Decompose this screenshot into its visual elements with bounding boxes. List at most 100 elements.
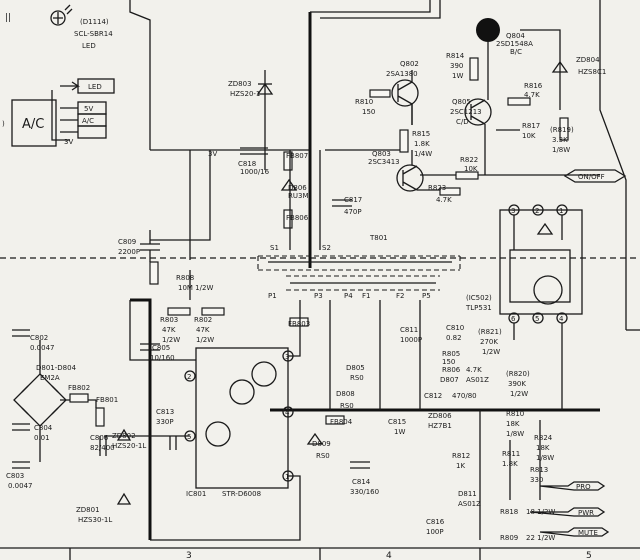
zener-zd804: ZD804 HZS8C1 <box>551 55 606 110</box>
svg-text:330: 330 <box>530 476 543 484</box>
svg-text:10M 1/2W: 10M 1/2W <box>178 284 213 292</box>
svg-text:22 1/2W: 22 1/2W <box>526 534 555 542</box>
svg-text:D809: D809 <box>312 440 331 448</box>
net-led: LED <box>88 83 102 91</box>
resistor-r803: R803 47K 1/2W <box>160 307 191 344</box>
svg-text:150: 150 <box>442 358 455 366</box>
svg-text:Q802: Q802 <box>400 60 419 68</box>
svg-text:R814: R814 <box>446 52 465 60</box>
svg-text:C812: C812 <box>424 392 442 400</box>
svg-text:1/2W: 1/2W <box>482 348 500 356</box>
svg-text:(IC502): (IC502) <box>466 294 492 302</box>
svg-text:PWR: PWR <box>578 509 594 517</box>
net-mute: MUTE <box>539 527 610 537</box>
resistor-r819: (R819) 3.3K 1/8W <box>550 117 574 154</box>
svg-text:(R821): (R821) <box>478 328 502 336</box>
svg-text:47K: 47K <box>162 326 176 334</box>
svg-text:R809: R809 <box>500 534 518 542</box>
svg-text:S2: S2 <box>322 244 331 252</box>
svg-text:1/4W: 1/4W <box>414 150 432 158</box>
capacitor-c805: C805 10/160 <box>140 343 175 362</box>
svg-text:2SD1548A: 2SD1548A <box>496 40 533 48</box>
svg-text:S1: S1 <box>270 244 279 252</box>
svg-text:18K: 18K <box>536 444 550 452</box>
ac-side-note: ) <box>2 120 5 128</box>
svg-text:1: 1 <box>285 473 289 481</box>
svg-text:18K: 18K <box>506 420 520 428</box>
svg-text:FB806: FB806 <box>286 214 309 222</box>
svg-text:FB807: FB807 <box>286 152 308 160</box>
transistor-q804: Q804 2SD1548A B/C <box>476 18 533 56</box>
capacitor-c818: C818 1000/16 <box>238 147 270 176</box>
svg-text:2SC1213: 2SC1213 <box>450 108 482 116</box>
net-pro: PRO <box>539 481 606 491</box>
left-connector-nets: LED 5V A/C <box>51 78 115 141</box>
net-ac: A/C <box>82 117 94 125</box>
ferrite-fb806: FB806 <box>283 209 309 229</box>
svg-text:ZD804: ZD804 <box>576 56 600 64</box>
svg-text:FB803: FB803 <box>288 320 310 328</box>
svg-text:1W: 1W <box>452 72 463 80</box>
svg-text:P1: P1 <box>268 292 277 300</box>
svg-text:D806: D806 <box>288 184 307 192</box>
capacitor-c814: C814 330/160 <box>350 461 379 496</box>
svg-text:HZS8C1: HZS8C1 <box>578 68 606 76</box>
svg-text:(R820): (R820) <box>506 370 530 378</box>
svg-text:PRO: PRO <box>576 483 591 491</box>
svg-text:D811: D811 <box>458 490 477 498</box>
svg-text:470/80: 470/80 <box>452 392 477 400</box>
net-5v: 5V <box>84 105 93 113</box>
diode-d806: D806 RU3M <box>280 178 308 200</box>
ac-box-label: A/C <box>22 117 44 132</box>
svg-text:C804: C804 <box>34 424 53 432</box>
svg-text:3: 3 <box>285 353 289 361</box>
svg-text:RS0: RS0 <box>350 374 364 382</box>
ferrite-fb802: FB802 <box>68 384 90 403</box>
svg-text:F2: F2 <box>396 292 404 300</box>
ferrite-fb804: FB804 <box>325 415 353 426</box>
capacitor-c817: C817 470P <box>332 196 362 216</box>
svg-text:C815: C815 <box>388 418 406 426</box>
svg-text:5: 5 <box>535 315 539 323</box>
led-ref: (D1114) <box>80 18 109 26</box>
led-indicator: (D1114) SCL-SBR14 LED || <box>5 4 113 50</box>
svg-text:C814: C814 <box>352 478 371 486</box>
optocoupler-ic502: 3 2 1 6 5 4 (IC502) TLP531 <box>465 204 583 324</box>
capacitor-c804: C804 0.01 <box>12 423 53 442</box>
svg-text:(R819): (R819) <box>550 126 574 134</box>
svg-text:HZ7B1: HZ7B1 <box>428 422 452 430</box>
capacitor-c806: C806 82/400 <box>90 434 115 456</box>
svg-text:10K: 10K <box>522 132 536 140</box>
svg-text:RU3M: RU3M <box>288 192 308 200</box>
svg-text:4: 4 <box>285 409 290 417</box>
zener-zd801: ZD801 HZS30-1L <box>76 492 132 524</box>
svg-text:6: 6 <box>511 315 516 323</box>
svg-text:2: 2 <box>535 207 539 215</box>
svg-text:1W: 1W <box>394 428 405 436</box>
svg-text:1/2W: 1/2W <box>510 390 528 398</box>
svg-text:3: 3 <box>186 551 192 560</box>
svg-text:R808: R808 <box>176 274 194 282</box>
svg-text:RS0: RS0 <box>316 452 330 460</box>
svg-text:2SA1380: 2SA1380 <box>386 70 418 78</box>
svg-text:D807: D807 <box>440 376 459 384</box>
svg-text:AS01Z: AS01Z <box>458 500 481 508</box>
net-on-off: ON/OFF <box>563 169 627 183</box>
svg-text:4.7K: 4.7K <box>436 196 452 204</box>
svg-text:1: 1 <box>559 207 563 215</box>
svg-text:HZS20-1L: HZS20-1L <box>112 442 146 450</box>
zener-zd802: ZD802 HZS20-1L <box>112 428 146 450</box>
svg-text:5: 5 <box>586 551 592 560</box>
svg-text:R802: R802 <box>194 316 212 324</box>
svg-text:4: 4 <box>386 551 392 560</box>
svg-text:C818: C818 <box>238 160 256 168</box>
svg-text:FB804: FB804 <box>330 418 353 426</box>
svg-text:100P: 100P <box>426 528 444 536</box>
resistor-r808: R808 10M 1/2W <box>149 261 213 292</box>
capacitor-c802: C802 0.0047 <box>12 329 55 352</box>
svg-text:R823: R823 <box>428 184 446 192</box>
svg-text:R810: R810 <box>506 410 524 418</box>
svg-text:C810: C810 <box>446 324 464 332</box>
svg-text:1/8W: 1/8W <box>552 146 570 154</box>
svg-text:IC801: IC801 <box>186 490 206 498</box>
